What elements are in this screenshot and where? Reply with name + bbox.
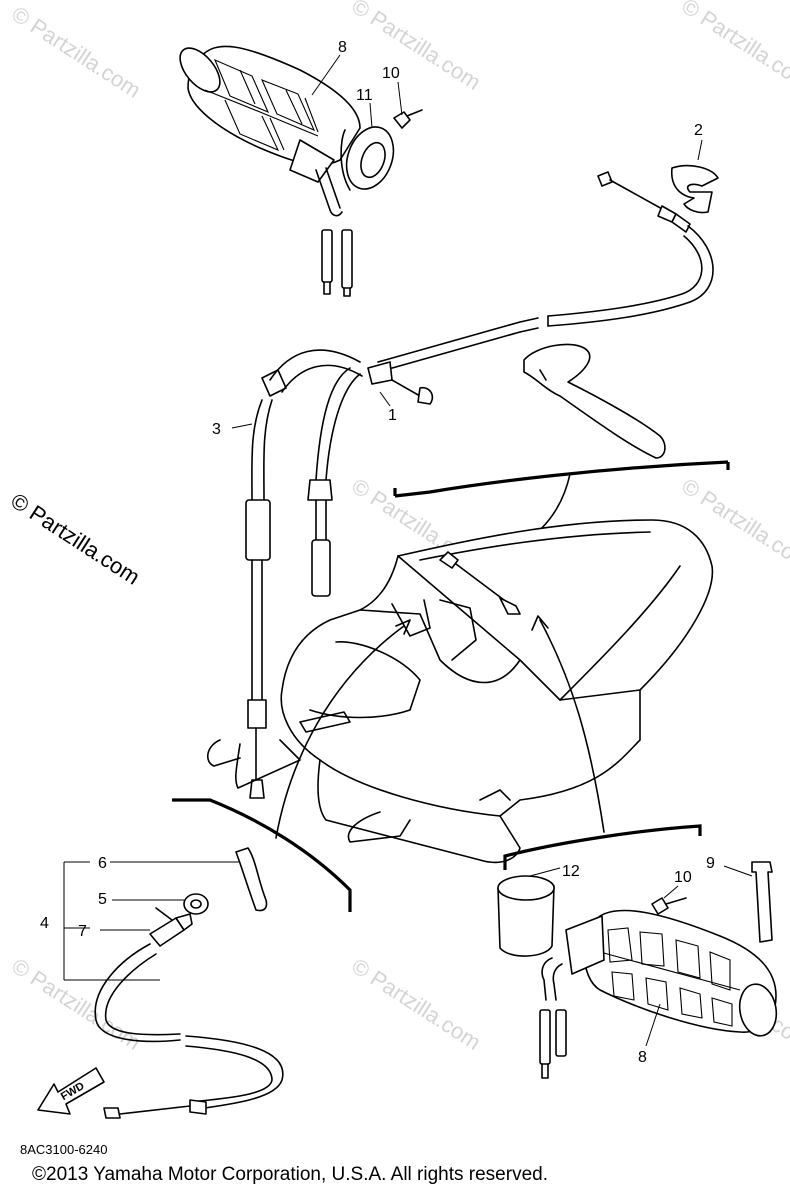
callout-2: 2 (694, 122, 703, 139)
callout-5: 5 (98, 891, 107, 908)
callout-7: 7 (78, 923, 87, 940)
grip-collar-part-11 (340, 126, 395, 191)
collar-part-12 (497, 875, 555, 957)
callout-4: 4 (40, 915, 49, 932)
callout-8-top: 8 (338, 39, 347, 56)
watermark: © Partzilla.com (347, 953, 485, 1055)
callout-12: 12 (562, 863, 580, 880)
nut-part-5 (183, 893, 209, 915)
snowmobile-body (207, 519, 714, 864)
right-grip-part-8 (539, 909, 778, 1079)
watermark: © Partzilla.com (347, 0, 485, 95)
callout-6: 6 (98, 855, 107, 872)
watermark: © Partzilla.com (677, 0, 790, 95)
callout-8-bottom: 8 (638, 1049, 647, 1066)
cable-part-3 (245, 349, 363, 799)
copyright-notice: ©2013 Yamaha Motor Corporation, U.S.A. A… (32, 1164, 548, 1185)
band-part-9 (751, 861, 773, 943)
bracket-part-6 (235, 847, 268, 912)
watermark: © Partzilla.com (7, 1, 145, 103)
left-grip-part-8 (179, 45, 361, 297)
callout-10-top: 10 (382, 65, 400, 82)
callout-3: 3 (212, 421, 221, 438)
fwd-arrow-icon: FWD (37, 1067, 105, 1115)
throttle-lever (523, 343, 666, 459)
screw-part-10-top (393, 109, 423, 129)
diagram-code: 8AC3100-6240 (20, 1142, 108, 1157)
callout-1: 1 (388, 407, 397, 424)
switch-cable-part-7 (94, 907, 284, 1119)
callout-11: 11 (356, 87, 373, 104)
callout-10-bottom: 10 (674, 869, 692, 886)
screw-part-10-bottom (651, 897, 687, 915)
throttle-cable-part-1 (307, 171, 714, 597)
clip-part-2 (670, 164, 719, 214)
callout-9: 9 (706, 855, 715, 872)
